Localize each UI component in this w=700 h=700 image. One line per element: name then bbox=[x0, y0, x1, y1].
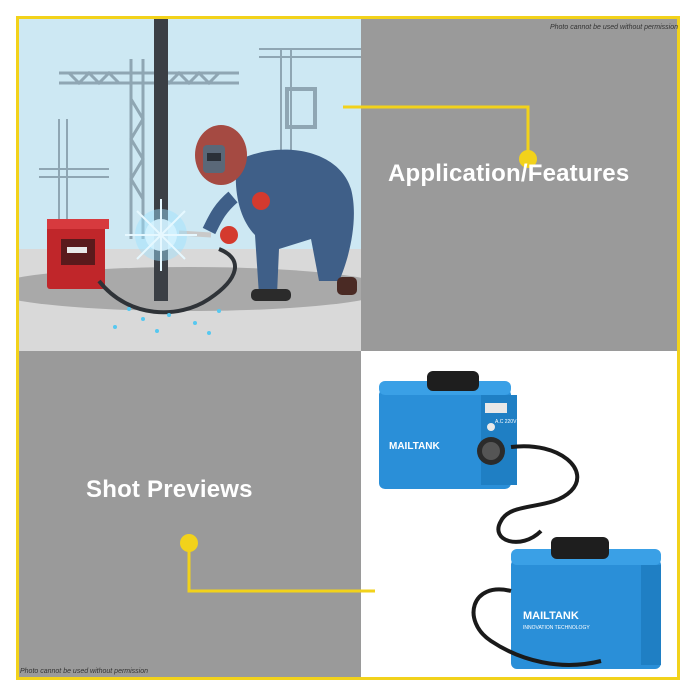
welder-figure bbox=[195, 125, 357, 301]
crane-icon bbox=[59, 59, 239, 239]
svg-text:INNOVATION TECHNOLOGY: INNOVATION TECHNOLOGY bbox=[523, 625, 590, 631]
svg-text:A.C 220V: A.C 220V bbox=[495, 419, 517, 425]
svg-text:MAILTANK: MAILTANK bbox=[523, 610, 579, 622]
shot-previews-label: Shot Previews bbox=[86, 476, 253, 503]
connector-dot-shot-previews bbox=[180, 534, 198, 552]
spark-icon bbox=[125, 199, 197, 271]
application-features-label: Application/Features bbox=[388, 160, 630, 187]
welding-machine-icon: MAILTANK INNOVATION TECHNOLOGY bbox=[511, 537, 661, 669]
connector-lines bbox=[180, 105, 537, 593]
application-panel bbox=[361, 19, 677, 351]
connector-dot-application bbox=[519, 150, 537, 168]
welder-illustration bbox=[19, 19, 361, 351]
product-collage-frame: MAILTANK A.C 220V MAILTANK INNOVATION TE… bbox=[16, 16, 680, 680]
watermark-top: Photo cannot be used without permission bbox=[549, 24, 678, 31]
product-photo-panel: MAILTANK A.C 220V MAILTANK INNOVATION TE… bbox=[361, 351, 677, 677]
shot-previews-panel bbox=[19, 351, 361, 677]
watermark-bottom: Photo cannot be used without permission bbox=[20, 668, 149, 675]
welding-machine-icon: MAILTANK A.C 220V bbox=[379, 371, 517, 489]
welding-machine-icon bbox=[47, 219, 109, 289]
svg-text:MAILTANK: MAILTANK bbox=[389, 441, 441, 452]
